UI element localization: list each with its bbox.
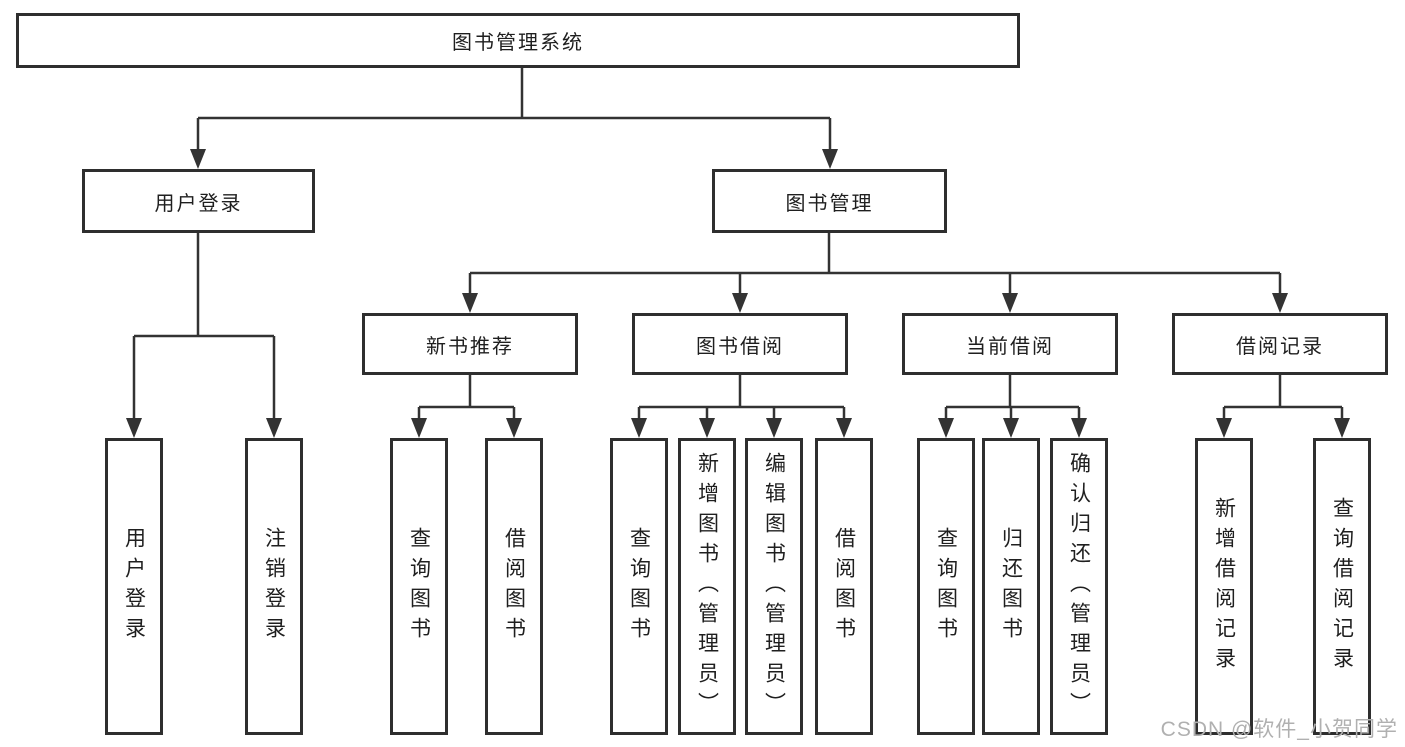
node-label: 图书借阅 [696,335,784,358]
node-new-book-recommend: 新书推荐 [362,313,578,375]
node-label: 当前借阅 [966,335,1054,358]
leaf-add-book-admin: 新增图书（管理员） [678,438,736,735]
leaf-add-borrow-record: 新增借阅记录 [1195,438,1253,735]
connector-root-to-level2 [190,68,838,169]
connector-borrow-records-children [1216,375,1350,438]
node-current-borrow: 当前借阅 [902,313,1118,375]
node-book-management: 图书管理 [712,169,947,233]
connector-user-login-children [126,233,282,438]
node-label: 编辑图书（管理员） [762,451,786,722]
leaf-query-books-1: 查询图书 [390,438,448,735]
node-label: 查询借阅记录 [1330,496,1354,677]
leaf-borrow-books-2: 借阅图书 [815,438,873,735]
node-label: 查询图书 [934,526,958,647]
node-label: 确认归还（管理员） [1067,451,1091,722]
node-label: 归还图书 [999,526,1023,647]
node-label: 查询图书 [627,526,651,647]
leaf-query-borrow-record: 查询借阅记录 [1313,438,1371,735]
leaf-edit-book-admin: 编辑图书（管理员） [745,438,803,735]
node-label: 借阅图书 [502,526,526,647]
node-label: 图书管理 [785,192,874,215]
leaf-query-books-2: 查询图书 [610,438,668,735]
node-label: 用户登录 [154,192,243,215]
leaf-confirm-return-admin: 确认归还（管理员） [1050,438,1108,735]
node-label: 用户登录 [122,526,146,647]
leaf-query-books-3: 查询图书 [917,438,975,735]
node-root: 图书管理系统 [16,13,1020,68]
connector-book-borrow-children [631,375,852,438]
node-label: 借阅记录 [1236,335,1324,358]
node-book-borrow: 图书借阅 [632,313,848,375]
leaf-borrow-books-1: 借阅图书 [485,438,543,735]
watermark: CSDN @软件_小贺同学 [1160,718,1398,741]
node-label: 注销登录 [262,526,286,647]
connector-new-book-children [411,375,522,438]
node-label: 借阅图书 [832,526,856,647]
node-label: 图书管理系统 [452,32,584,54]
leaf-logout: 注销登录 [245,438,303,735]
leaf-return-book: 归还图书 [982,438,1040,735]
connector-book-management-children [462,233,1288,313]
node-label: 新书推荐 [426,335,514,358]
node-label: 新增借阅记录 [1212,496,1236,677]
connector-current-borrow-children [938,375,1087,438]
node-label: 查询图书 [407,526,431,647]
node-borrow-records: 借阅记录 [1172,313,1388,375]
leaf-user-login: 用户登录 [105,438,163,735]
node-user-login: 用户登录 [82,169,315,233]
node-label: 新增图书（管理员） [695,451,719,722]
